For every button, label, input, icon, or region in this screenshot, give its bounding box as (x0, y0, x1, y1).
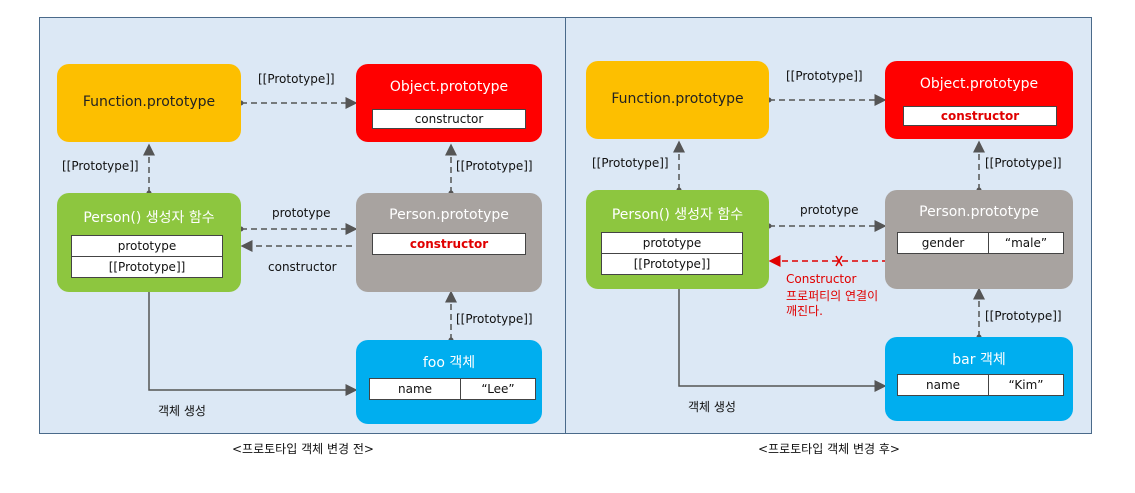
ctor-proto-link-cell: [[Prototype]] (71, 256, 223, 278)
proto-constructor-cell: constructor (372, 233, 526, 255)
right-label-proto-left: [[Prototype]] (592, 156, 669, 170)
left-label-proto-bottom: [[Prototype]] (456, 312, 533, 326)
right-link-create (678, 289, 887, 392)
right-person-prototype-box: Person.prototype gender “male” (885, 190, 1073, 289)
gender-key: gender (897, 232, 989, 254)
left-function-prototype-box: Function.prototype (57, 64, 241, 142)
right-broken-link-line3: 깨진다. (786, 304, 823, 318)
ctor-proto-link-cell: [[Prototype]] (601, 253, 743, 275)
left-person-prototype-box: Person.prototype constructor (356, 193, 542, 292)
box-title: Object.prototype (919, 76, 1039, 92)
left-caption: <프로토타입 객체 변경 전> (232, 442, 374, 456)
right-label-proto-top: [[Prototype]] (786, 69, 863, 83)
right-label-create: 객체 생성 (688, 400, 736, 414)
right-broken-link-line2: 프로퍼티의 연결이 (786, 289, 879, 303)
box-title: bar 객체 (952, 352, 1006, 368)
right-caption: <프로토타입 객체 변경 후> (758, 442, 900, 456)
left-link-create (148, 292, 358, 396)
gender-value: “male” (988, 232, 1064, 254)
right-object-prototype-box: Object.prototype constructor (885, 61, 1073, 139)
left-label-create: 객체 생성 (158, 404, 206, 418)
ctor-prototype-cell: prototype (71, 235, 223, 257)
ctor-prototype-cell: prototype (601, 232, 743, 254)
right-label-prototype: prototype (800, 203, 859, 217)
right-bar-object-box: bar 객체 name “Kim” (885, 337, 1073, 421)
foo-name-value: “Lee” (460, 378, 536, 400)
box-title: Person.prototype (919, 204, 1039, 220)
box-title: Function.prototype (82, 94, 216, 110)
left-person-constructor-box: Person() 생성자 함수 prototype [[Prototype]] (57, 193, 241, 292)
foo-name-key: name (369, 378, 461, 400)
right-broken-constructor-link (768, 255, 901, 267)
bar-name-value: “Kim” (988, 374, 1064, 396)
box-title: Person() 생성자 함수 (611, 207, 744, 223)
left-foo-object-box: foo 객체 name “Lee” (356, 340, 542, 424)
box-title: Person() 생성자 함수 (83, 210, 215, 226)
bar-name-key: name (897, 374, 989, 396)
left-label-prototype: prototype (272, 206, 331, 220)
right-label-proto-right: [[Prototype]] (985, 156, 1062, 170)
left-label-proto-left: [[Prototype]] (62, 159, 139, 173)
object-constructor-cell: constructor (372, 109, 526, 129)
box-title: foo 객체 (422, 355, 476, 371)
box-title: Person.prototype (389, 207, 509, 223)
right-label-proto-bottom: [[Prototype]] (985, 309, 1062, 323)
right-person-constructor-box: Person() 생성자 함수 prototype [[Prototype]] (586, 190, 769, 289)
box-title: Function.prototype (611, 91, 744, 107)
left-label-proto-top: [[Prototype]] (258, 72, 335, 86)
left-label-constructor: constructor (268, 260, 337, 274)
right-broken-link-line1: Constructor (786, 272, 857, 286)
left-object-prototype-box: Object.prototype constructor (356, 64, 542, 142)
right-function-prototype-box: Function.prototype (586, 61, 769, 139)
left-label-proto-right: [[Prototype]] (456, 159, 533, 173)
box-title: Object.prototype (389, 79, 509, 95)
object-constructor-cell: constructor (903, 106, 1057, 126)
